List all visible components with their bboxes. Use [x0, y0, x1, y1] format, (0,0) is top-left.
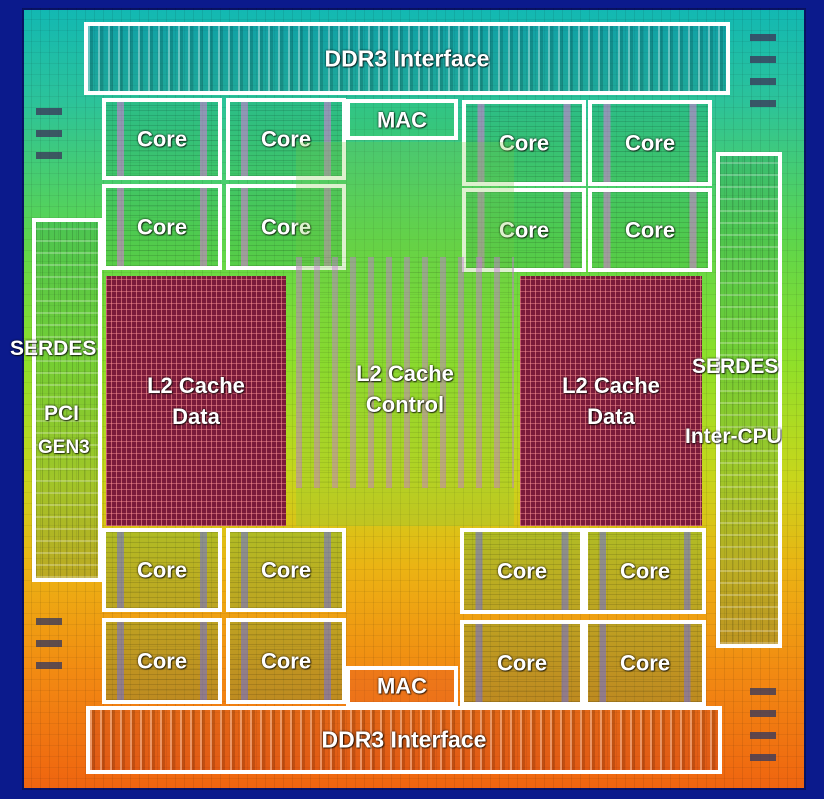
core-label: Core	[136, 557, 188, 583]
io-pad	[750, 732, 776, 739]
core-label: Core	[498, 217, 550, 243]
core-label: Core	[624, 130, 676, 156]
mac-top-label: MAC	[376, 107, 428, 132]
core-label: Core	[496, 650, 548, 676]
core-bottom-left-2: Core	[226, 528, 346, 612]
core-bottom-right-1: Core	[460, 528, 584, 614]
l2-cache-data-left: L2 Cache Data	[106, 276, 286, 526]
core-label: Core	[136, 648, 188, 674]
core-bottom-left-3: Core	[102, 618, 222, 704]
l2-cache-control-line2: Control	[365, 392, 445, 417]
io-pad	[750, 56, 776, 63]
core-label: Core	[619, 558, 671, 584]
io-pad	[750, 78, 776, 85]
io-pad	[750, 100, 776, 107]
io-pad	[36, 618, 62, 625]
core-top-left-3: Core	[102, 184, 222, 270]
inter-cpu-label: Inter-CPU	[685, 425, 782, 448]
l2-cache-data-right-line1: L2 Cache	[562, 373, 660, 398]
l2-cache-data-left-line2: Data	[172, 404, 220, 429]
core-top-left-4: Core	[226, 184, 346, 270]
io-pad	[750, 754, 776, 761]
core-top-right-4: Core	[588, 188, 712, 272]
core-top-left-2: Core	[226, 98, 346, 180]
l2-cache-data-right-line2: Data	[587, 404, 635, 429]
l2-cache-control-label: L2 Cache Control	[296, 358, 514, 420]
core-top-right-2: Core	[588, 100, 712, 186]
pci-label: PCI	[44, 402, 80, 425]
core-label: Core	[136, 214, 188, 240]
io-pad	[36, 662, 62, 669]
serdes-left-label: SERDES	[10, 337, 97, 360]
io-pad	[36, 152, 62, 159]
l2-cache-control-line1: L2 Cache	[356, 361, 454, 386]
ddr3-interface-bottom: DDR3 Interface	[86, 706, 722, 774]
ddr3-interface-top: DDR3 Interface	[84, 22, 730, 95]
serdes-right-label: SERDES	[692, 355, 779, 378]
serdes-inter-cpu-right	[716, 152, 782, 648]
mac-bottom: MAC	[346, 666, 458, 706]
core-bottom-right-4: Core	[584, 620, 706, 706]
core-top-right-3: Core	[462, 188, 586, 272]
ddr3-interface-top-label: DDR3 Interface	[324, 45, 490, 71]
l2-cache-data-right-label: L2 Cache Data	[520, 370, 702, 432]
core-label: Core	[260, 557, 312, 583]
io-pad	[36, 130, 62, 137]
gen3-label: GEN3	[38, 437, 90, 458]
l2-cache-data-right: L2 Cache Data	[520, 276, 702, 526]
core-label: Core	[624, 217, 676, 243]
core-top-left-1: Core	[102, 98, 222, 180]
core-bottom-right-2: Core	[584, 528, 706, 614]
ddr3-interface-bottom-label: DDR3 Interface	[321, 726, 487, 753]
io-pad	[36, 108, 62, 115]
serdes-pci-left	[32, 218, 102, 582]
l2-cache-data-left-line1: L2 Cache	[147, 373, 245, 398]
core-label: Core	[619, 650, 671, 676]
io-pad	[750, 710, 776, 717]
io-pad	[36, 640, 62, 647]
mac-top: MAC	[346, 99, 458, 140]
l2-cache-control: L2 Cache Control	[296, 142, 514, 526]
core-label: Core	[496, 558, 548, 584]
core-bottom-right-3: Core	[460, 620, 584, 706]
core-label: Core	[260, 126, 312, 152]
mac-bottom-label: MAC	[376, 673, 428, 699]
io-pad	[750, 688, 776, 695]
l2-cache-data-left-label: L2 Cache Data	[106, 370, 286, 432]
core-label: Core	[260, 648, 312, 674]
core-bottom-left-4: Core	[226, 618, 346, 704]
core-label: Core	[260, 214, 312, 240]
core-top-right-1: Core	[462, 100, 586, 186]
core-label: Core	[498, 130, 550, 156]
core-bottom-left-1: Core	[102, 528, 222, 612]
io-pad	[750, 34, 776, 41]
core-label: Core	[136, 126, 188, 152]
